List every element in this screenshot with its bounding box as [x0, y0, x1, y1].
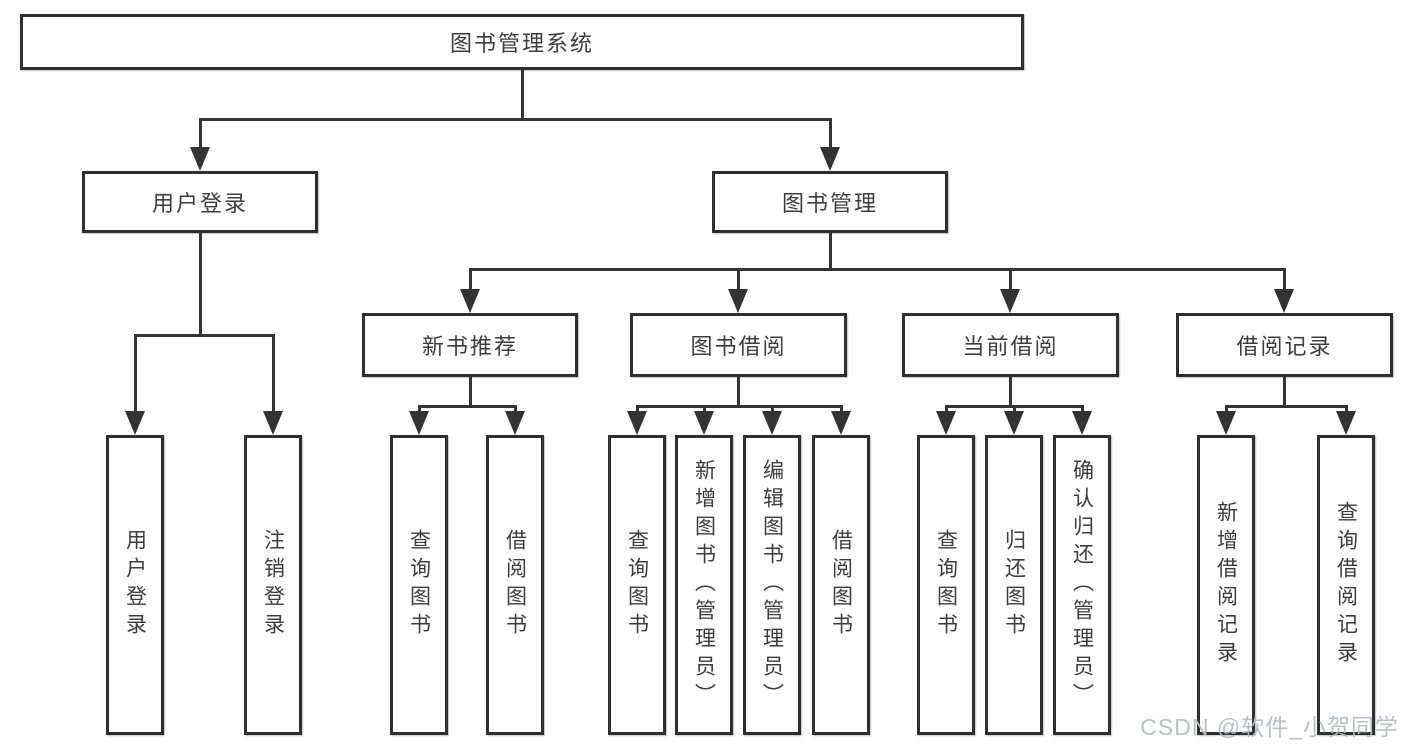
leaf-add-borrow-record: 新增借阅记录 [1197, 435, 1255, 735]
leaf-query-books-1: 查询图书 [390, 435, 448, 735]
connector-group3-c3 [1081, 405, 1084, 413]
connector-mgmt-split [469, 268, 1286, 271]
connector-group2-stem [737, 377, 740, 408]
leaf-add-book-admin: 新增图书（管理员） [675, 435, 733, 735]
connector-group3-c2 [1013, 405, 1016, 413]
connector-group3-c1 [945, 405, 948, 413]
connector-login-child2 [272, 334, 275, 413]
connector-login-stem [199, 233, 202, 337]
arrowhead-icon [627, 411, 647, 435]
node-book-borrowing: 图书借阅 [630, 313, 847, 377]
connector-group2-c3 [771, 405, 774, 413]
arrowhead-icon [1216, 411, 1236, 435]
arrowhead-icon [1274, 289, 1294, 313]
connector-group3-stem [1009, 377, 1012, 408]
node-new-book-recommend: 新书推荐 [362, 313, 578, 377]
connector-group1-c2 [514, 405, 517, 413]
leaf-logout: 注销登录 [244, 435, 302, 735]
leaf-edit-book-admin: 编辑图书（管理员） [743, 435, 801, 735]
node-borrowing-records: 借阅记录 [1176, 313, 1393, 377]
arrowhead-icon [820, 147, 840, 171]
connector-group4-c1 [1225, 405, 1228, 413]
arrowhead-icon [190, 147, 210, 171]
arrowhead-icon [1000, 289, 1020, 313]
connector-login-split [134, 334, 275, 337]
leaf-confirm-return-admin: 确认归还（管理员） [1053, 435, 1111, 735]
leaf-borrow-books-1: 借阅图书 [486, 435, 544, 735]
connector-group1-stem [469, 377, 472, 408]
connector-group4-split [1225, 405, 1347, 408]
arrowhead-icon [762, 411, 782, 435]
node-current-borrowing: 当前借阅 [902, 313, 1119, 377]
node-user-login: 用户登录 [82, 171, 318, 233]
connector-group2-c1 [636, 405, 639, 413]
connector-group2-c2 [703, 405, 706, 413]
connector-to-user-login [199, 118, 202, 150]
leaf-query-borrow-record: 查询借阅记录 [1317, 435, 1375, 735]
arrowhead-icon [728, 289, 748, 313]
arrowhead-icon [694, 411, 714, 435]
node-library-system: 图书管理系统 [20, 14, 1024, 70]
arrowhead-icon [460, 289, 480, 313]
connector-group1-c1 [418, 405, 421, 413]
leaf-query-books-2: 查询图书 [608, 435, 666, 735]
csdn-watermark: CSDN @软件_小贺同学 [1140, 714, 1399, 740]
arrowhead-icon [125, 411, 145, 435]
connector-to-current [1009, 268, 1012, 292]
connector-root-split [199, 118, 832, 121]
arrowhead-icon [831, 411, 851, 435]
connector-mgmt-stem [829, 233, 832, 271]
arrowhead-icon [263, 411, 283, 435]
connector-group1-split [418, 405, 517, 408]
connector-group2-c4 [840, 405, 843, 413]
leaf-return-books: 归还图书 [985, 435, 1043, 735]
arrowhead-icon [505, 411, 525, 435]
arrowhead-icon [1072, 411, 1092, 435]
leaf-borrow-books-2: 借阅图书 [812, 435, 870, 735]
arrowhead-icon [1336, 411, 1356, 435]
connector-group4-c2 [1345, 405, 1348, 413]
arrowhead-icon [1004, 411, 1024, 435]
connector-root-stem [521, 69, 524, 120]
connector-group4-stem [1283, 377, 1286, 408]
connector-to-new-books [469, 268, 472, 292]
connector-to-borrowing [737, 268, 740, 292]
connector-to-book-mgmt [829, 118, 832, 150]
arrowhead-icon [409, 411, 429, 435]
connector-group2-split [636, 405, 842, 408]
connector-to-records [1283, 268, 1286, 292]
arrowhead-icon [936, 411, 956, 435]
node-book-management: 图书管理 [712, 171, 948, 233]
leaf-query-books-3: 查询图书 [917, 435, 975, 735]
connector-login-child1 [134, 334, 137, 413]
leaf-user-login: 用户登录 [106, 435, 164, 735]
